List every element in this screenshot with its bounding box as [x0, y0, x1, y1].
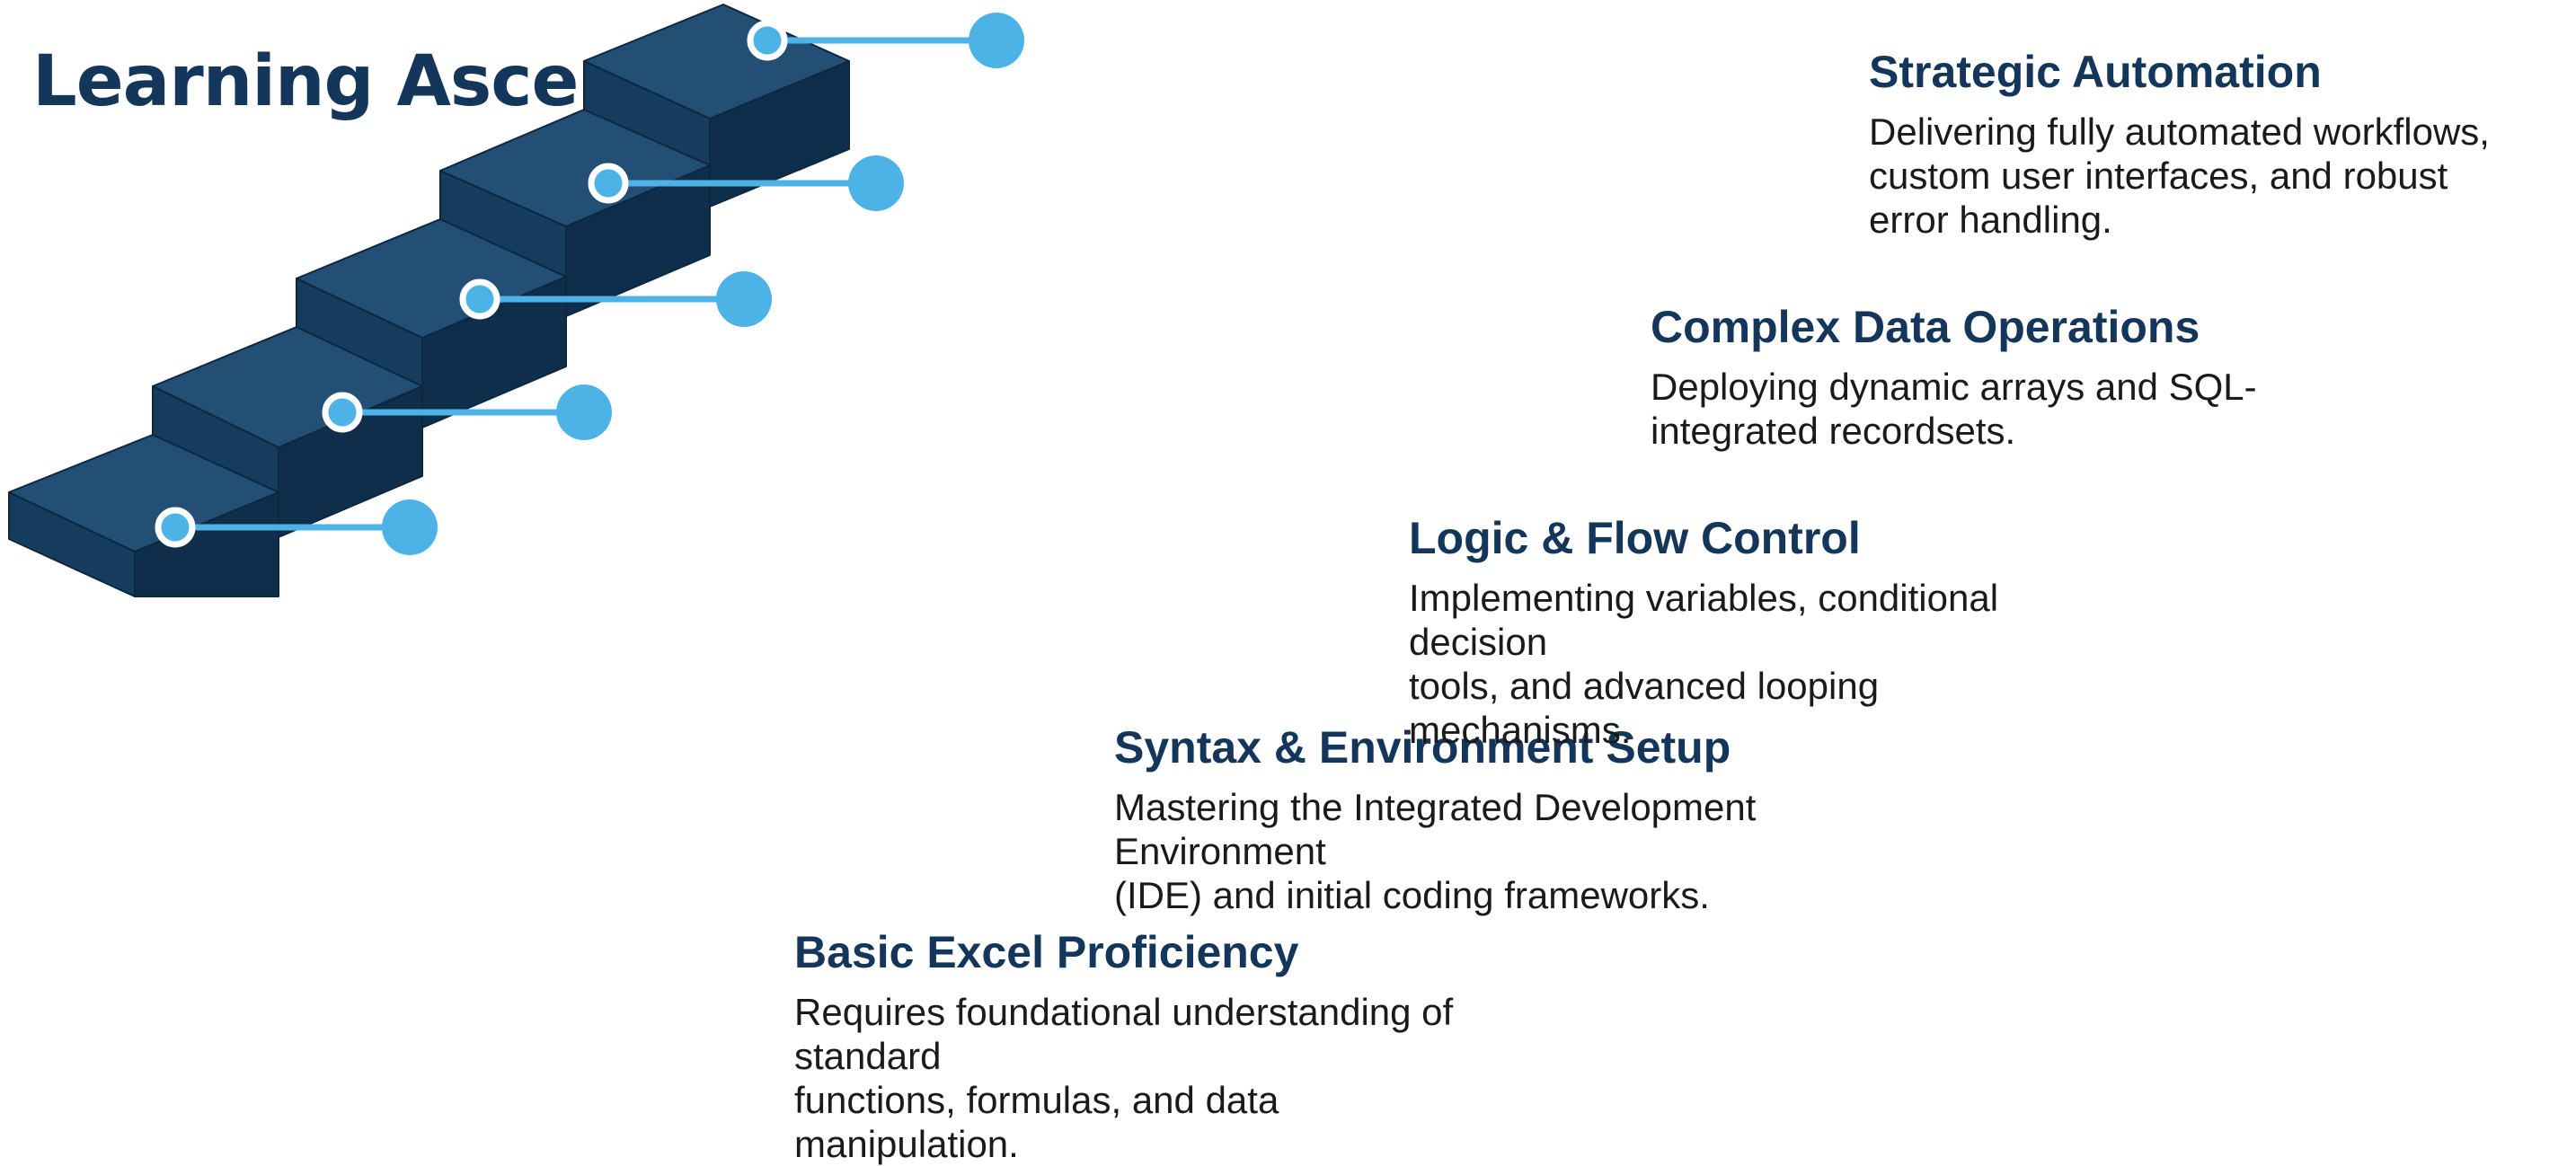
step-description: Mastering the Integrated Development Env… — [1114, 785, 1797, 917]
step-description: Implementing variables, conditional deci… — [1409, 576, 2092, 753]
step-title: Complex Data Operations — [1651, 302, 2333, 354]
step-marker-ring — [158, 510, 192, 544]
step-node — [556, 384, 612, 440]
step-description: Delivering fully automated workflows, cu… — [1869, 110, 2552, 242]
step-marker-ring — [750, 23, 784, 57]
step-description: Requires foundational understanding of s… — [794, 990, 1477, 1166]
step-marker-ring — [591, 166, 625, 200]
step-node — [969, 13, 1024, 68]
step-title: Basic Excel Proficiency — [794, 927, 1477, 979]
step-marker-ring — [325, 395, 359, 429]
step-node — [848, 155, 904, 211]
step-basic-excel-proficiency: Basic Excel Proficiency Requires foundat… — [794, 927, 1477, 1166]
step-strategic-automation: Strategic Automation Delivering fully au… — [1869, 47, 2552, 242]
step-complex-data-operations: Complex Data Operations Deploying dynami… — [1651, 302, 2333, 453]
step-marker-ring — [463, 282, 497, 316]
step-title: Logic & Flow Control — [1409, 513, 2092, 565]
step-node — [716, 271, 772, 327]
step-title: Strategic Automation — [1869, 47, 2552, 99]
step-logic-flow-control: Logic & Flow Control Implementing variab… — [1409, 513, 2092, 752]
step-node — [382, 499, 438, 555]
step-description: Deploying dynamic arrays and SQL- integr… — [1651, 365, 2333, 453]
